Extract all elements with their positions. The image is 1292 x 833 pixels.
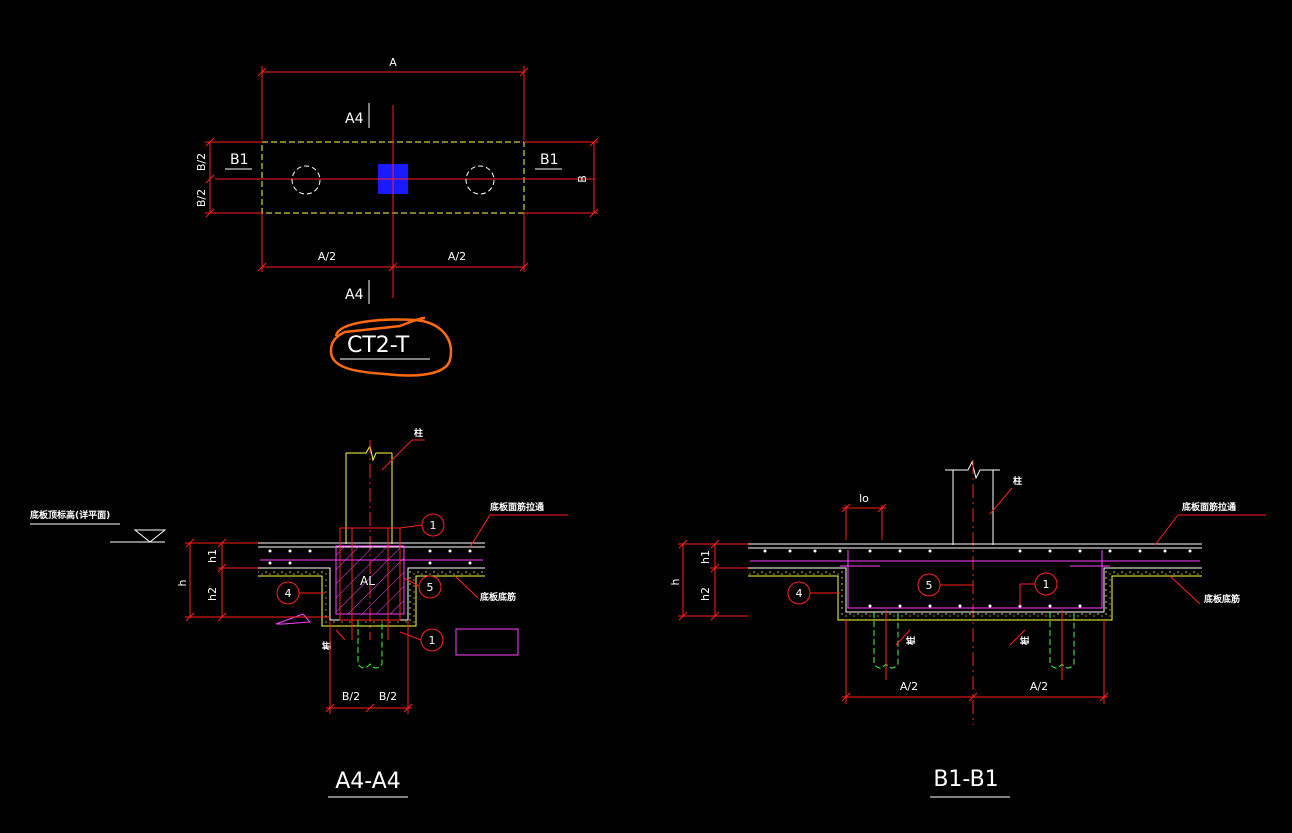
magenta-marker — [275, 613, 312, 625]
bottom-rebar-note-a: 底板底筋 — [480, 591, 516, 603]
dim-label-a-half-right: A/2 — [448, 250, 466, 263]
column-label-b: 柱 — [1013, 475, 1022, 487]
top-rebar-note-b: 底板面筋拉通 — [1182, 501, 1236, 513]
elevation-label: 底板顶标高(详平面) — [30, 509, 110, 521]
dim-label-b-half-right-a: B/2 — [379, 690, 397, 703]
dim-label-h-a: h — [176, 579, 189, 586]
dim-label-a: A — [389, 56, 397, 69]
section-mark-b1-left: B1 — [230, 152, 249, 168]
elevation-triangle-icon — [133, 529, 167, 543]
svg-text:1: 1 — [1043, 578, 1050, 591]
concrete-cover — [258, 568, 485, 626]
pile-cap-plan: A B/2 B/2 B B1 B1 A4 — [195, 56, 599, 377]
svg-text:1: 1 — [430, 519, 437, 532]
section-mark-b1-right: B1 — [540, 152, 559, 168]
pile-cap-label: CT2-T — [347, 333, 410, 358]
dim-label-h-b: h — [669, 578, 682, 585]
dim-label-h1-b: h1 — [699, 550, 712, 564]
concrete-cover-b — [748, 568, 1202, 620]
bottom-rebar-note-b: 底板底筋 — [1204, 593, 1240, 605]
section-b1-b1: 柱 lo — [669, 460, 1266, 798]
section-title-a4: A4-A4 — [335, 769, 401, 794]
svg-text:4: 4 — [285, 587, 292, 600]
dim-label-b: B — [576, 175, 589, 183]
section-mark-a4-top: A4 — [345, 111, 364, 127]
dim-label-a-half-left: A/2 — [318, 250, 336, 263]
dim-label-h2-b: h2 — [699, 587, 712, 601]
callout-5 — [418, 575, 442, 599]
svg-text:5: 5 — [926, 579, 933, 592]
svg-text:1: 1 — [429, 634, 436, 647]
highlight-circle — [329, 316, 453, 377]
dim-label-b-half-left-a: B/2 — [342, 690, 360, 703]
lap-length-label: lo — [859, 492, 869, 505]
pile-label-b-right: 桩 — [1019, 636, 1031, 645]
dim-label-h2-a: h2 — [206, 587, 219, 601]
dim-label-h1-a: h1 — [206, 549, 219, 563]
section-mark-a4-bottom: A4 — [345, 287, 364, 303]
rebar-dots-b — [763, 549, 1192, 608]
svg-text:4: 4 — [796, 587, 803, 600]
dim-label-b-half-top: B/2 — [195, 153, 208, 171]
bottom-rebar-b — [847, 550, 1103, 609]
beam-hatch — [335, 545, 405, 615]
dim-label-b-half-bottom: B/2 — [195, 189, 208, 207]
dim-label-a-half-right-b: A/2 — [1030, 680, 1048, 693]
section-a4-a4: 底板顶标高(详平面) 柱 AL — [30, 427, 568, 798]
dim-label-a-half-left-b: A/2 — [900, 680, 918, 693]
pile-label-b-left: 桩 — [905, 636, 917, 645]
top-rebar-note-a: 底板面筋拉通 — [490, 501, 544, 513]
magenta-box — [455, 628, 519, 656]
rebar-dots-a — [268, 549, 472, 565]
pile-left-circle — [291, 165, 321, 195]
pile-a — [357, 620, 383, 669]
beam-label: AL — [360, 574, 375, 588]
svg-text:5: 5 — [427, 581, 434, 594]
pile-right-circle — [465, 165, 495, 195]
column-label-a: 柱 — [414, 427, 423, 439]
section-title-b1: B1-B1 — [933, 767, 998, 792]
pile-label-a: 桩 — [321, 641, 333, 650]
